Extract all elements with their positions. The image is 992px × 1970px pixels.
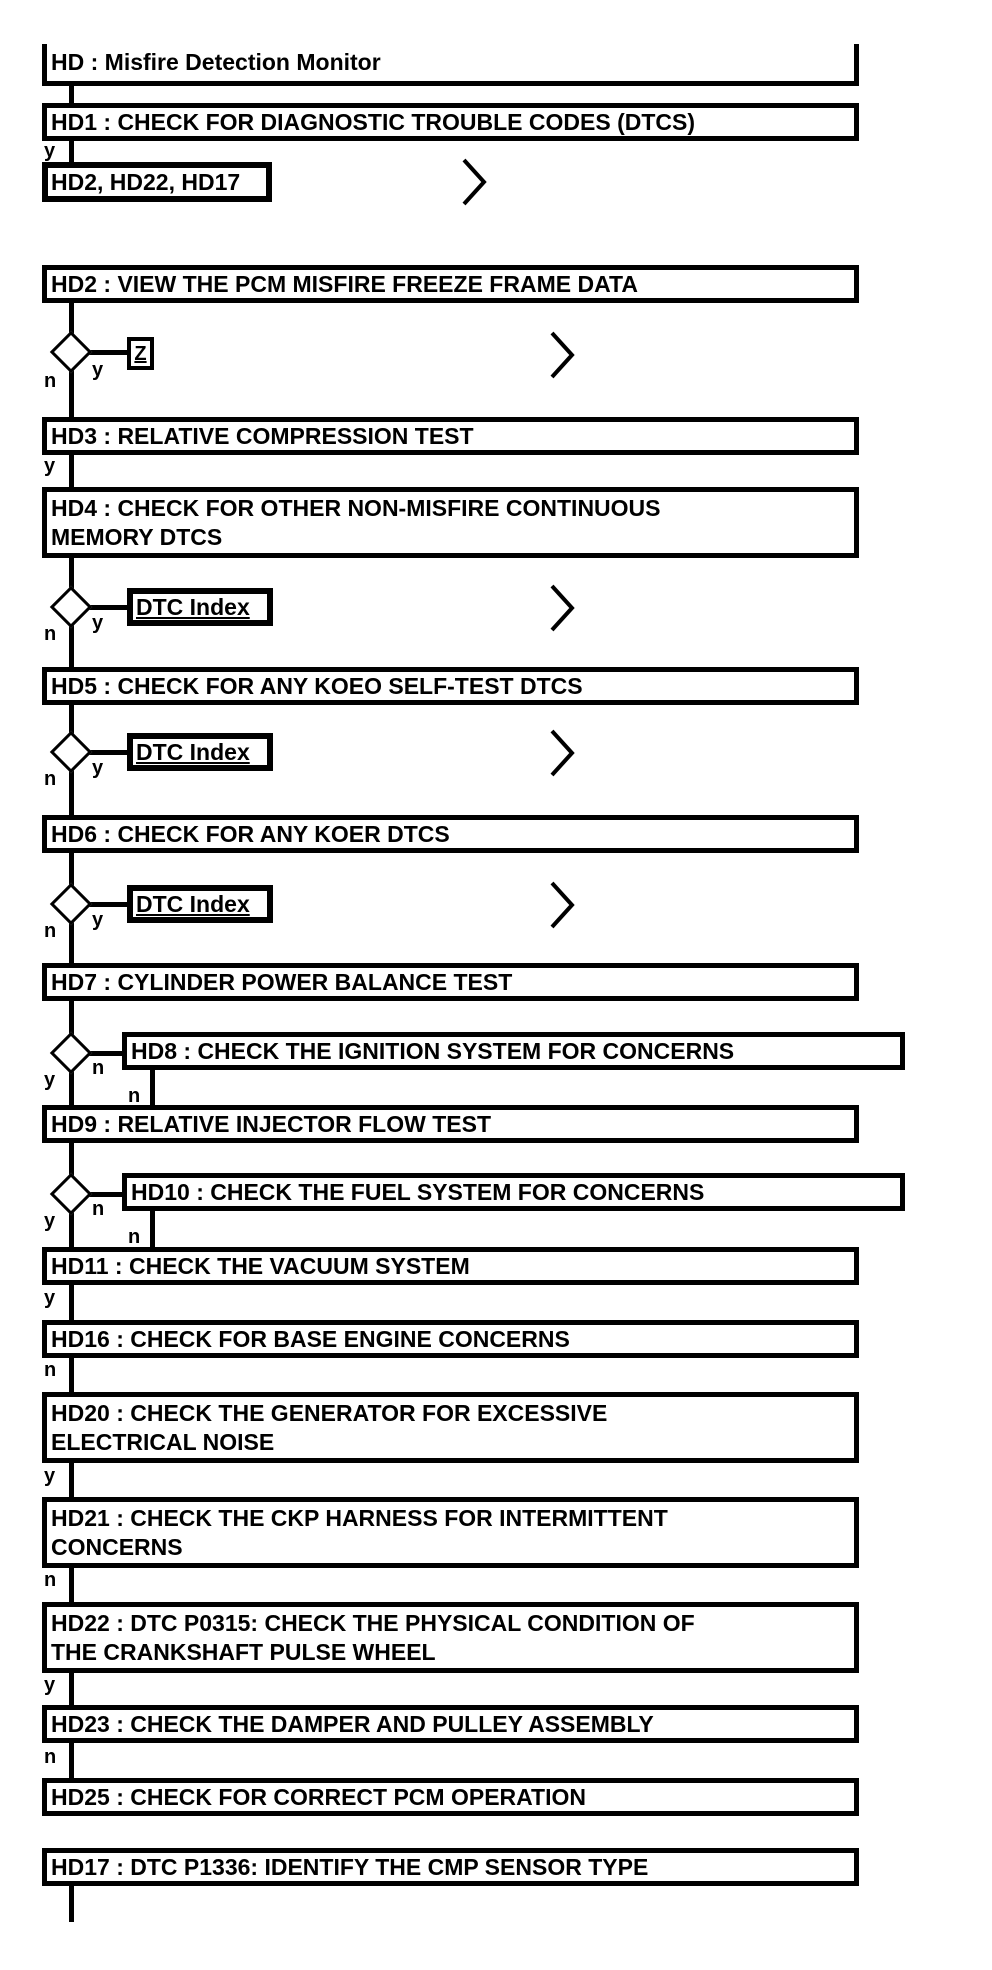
branch-label-y: y	[44, 1287, 56, 1309]
branch-label-n: n	[92, 1057, 105, 1079]
step-hd20: HD20 : CHECK THE GENERATOR FOR EXCESSIVE…	[42, 1392, 859, 1463]
chevron-right-icon	[548, 728, 576, 783]
branch-label-n: n	[92, 1198, 105, 1220]
link-dtc-index-2-label: DTC Index	[136, 738, 250, 765]
step-hd16-label: HD16 : CHECK FOR BASE ENGINE CONCERNS	[51, 1325, 570, 1352]
link-dtc-index-2[interactable]: DTC Index	[127, 733, 273, 771]
decision-diamond	[49, 730, 93, 774]
branch-label-y: y	[44, 1069, 56, 1091]
link-hd2-hd22-hd17-label: HD2, HD22, HD17	[51, 168, 241, 195]
connector-line	[69, 86, 74, 103]
link-pinpoint-z[interactable]: Z	[127, 337, 154, 370]
branch-label-y: y	[44, 1465, 56, 1487]
connector-line	[84, 1051, 122, 1056]
connector-line	[84, 605, 127, 610]
branch-label-n: n	[44, 623, 57, 645]
step-hd8-label: HD8 : CHECK THE IGNITION SYSTEM FOR CONC…	[131, 1037, 735, 1064]
step-hd3: HD3 : RELATIVE COMPRESSION TEST	[42, 417, 859, 455]
step-hd25: HD25 : CHECK FOR CORRECT PCM OPERATION	[42, 1778, 859, 1816]
step-hd10: HD10 : CHECK THE FUEL SYSTEM FOR CONCERN…	[122, 1173, 905, 1211]
step-hd9: HD9 : RELATIVE INJECTOR FLOW TEST	[42, 1105, 859, 1143]
step-hd11-label: HD11 : CHECK THE VACUUM SYSTEM	[51, 1252, 470, 1279]
branch-label-y: y	[92, 612, 104, 634]
decision-diamond	[49, 1031, 93, 1075]
step-hd23-label: HD23 : CHECK THE DAMPER AND PULLEY ASSEM…	[51, 1710, 654, 1737]
chevron-right-icon	[548, 583, 576, 638]
branch-label-y: y	[44, 1210, 56, 1232]
step-hd21-label: HD21 : CHECK THE CKP HARNESS FOR INTERMI…	[51, 1504, 668, 1560]
decision-diamond	[49, 1172, 93, 1216]
branch-label-n: n	[44, 1359, 57, 1381]
step-hd3-label: HD3 : RELATIVE COMPRESSION TEST	[51, 422, 474, 449]
branch-label-n: n	[44, 370, 57, 392]
flow-title-box: HD : Misfire Detection Monitor	[42, 44, 859, 86]
flow-title: HD : Misfire Detection Monitor	[51, 49, 381, 75]
step-hd17: HD17 : DTC P1336: IDENTIFY THE CMP SENSO…	[42, 1848, 859, 1886]
step-hd25-label: HD25 : CHECK FOR CORRECT PCM OPERATION	[51, 1783, 586, 1810]
link-dtc-index-1-label: DTC Index	[136, 593, 250, 620]
connector-line	[69, 141, 74, 162]
decision-diamond	[49, 882, 93, 926]
chevron-right-icon	[548, 330, 576, 385]
link-dtc-index-3[interactable]: DTC Index	[127, 885, 273, 923]
step-hd5-label: HD5 : CHECK FOR ANY KOEO SELF-TEST DTCS	[51, 672, 583, 699]
branch-label-n: n	[128, 1226, 141, 1248]
branch-label-n: n	[44, 920, 57, 942]
branch-label-n: n	[44, 1569, 57, 1591]
branch-label-y: y	[92, 909, 104, 931]
connector-line	[69, 1886, 74, 1922]
step-hd5: HD5 : CHECK FOR ANY KOEO SELF-TEST DTCS	[42, 667, 859, 705]
connector-line	[84, 750, 127, 755]
branch-label-y: y	[92, 359, 104, 381]
step-hd1-label: HD1 : CHECK FOR DIAGNOSTIC TROUBLE CODES…	[51, 108, 695, 135]
step-hd22-label: HD22 : DTC P0315: CHECK THE PHYSICAL CON…	[51, 1609, 695, 1665]
branch-label-y: y	[92, 757, 104, 779]
connector-line	[84, 350, 127, 355]
step-hd6: HD6 : CHECK FOR ANY KOER DTCS	[42, 815, 859, 853]
step-hd9-label: HD9 : RELATIVE INJECTOR FLOW TEST	[51, 1110, 491, 1137]
connector-line	[69, 1285, 74, 1321]
decision-diamond	[49, 330, 93, 374]
step-hd1: HD1 : CHECK FOR DIAGNOSTIC TROUBLE CODES…	[42, 103, 859, 141]
step-hd2-label: HD2 : VIEW THE PCM MISFIRE FREEZE FRAME …	[51, 270, 638, 297]
connector-line	[69, 1743, 74, 1779]
step-hd20-label: HD20 : CHECK THE GENERATOR FOR EXCESSIVE…	[51, 1399, 608, 1455]
step-hd6-label: HD6 : CHECK FOR ANY KOER DTCS	[51, 820, 450, 847]
connector-line	[84, 902, 127, 907]
branch-label-n: n	[44, 768, 57, 790]
step-hd7: HD7 : CYLINDER POWER BALANCE TEST	[42, 963, 859, 1001]
branch-label-n: n	[128, 1085, 141, 1107]
step-hd4: HD4 : CHECK FOR OTHER NON-MISFIRE CONTIN…	[42, 487, 859, 558]
connector-line	[69, 1358, 74, 1393]
chevron-right-icon	[460, 157, 488, 212]
step-hd8: HD8 : CHECK THE IGNITION SYSTEM FOR CONC…	[122, 1032, 905, 1070]
connector-line	[69, 455, 74, 487]
step-hd11: HD11 : CHECK THE VACUUM SYSTEM	[42, 1247, 859, 1285]
step-hd17-label: HD17 : DTC P1336: IDENTIFY THE CMP SENSO…	[51, 1853, 649, 1880]
branch-label-y: y	[44, 455, 56, 477]
step-hd23: HD23 : CHECK THE DAMPER AND PULLEY ASSEM…	[42, 1705, 859, 1743]
step-hd22: HD22 : DTC P0315: CHECK THE PHYSICAL CON…	[42, 1602, 859, 1673]
connector-line	[69, 1673, 74, 1706]
decision-diamond	[49, 585, 93, 629]
step-hd16: HD16 : CHECK FOR BASE ENGINE CONCERNS	[42, 1320, 859, 1358]
step-hd10-label: HD10 : CHECK THE FUEL SYSTEM FOR CONCERN…	[131, 1178, 705, 1205]
connector-line	[150, 1211, 155, 1248]
step-hd4-label: HD4 : CHECK FOR OTHER NON-MISFIRE CONTIN…	[51, 494, 661, 550]
connector-line	[69, 1568, 74, 1603]
link-pinpoint-z-label: Z	[134, 342, 147, 365]
step-hd21: HD21 : CHECK THE CKP HARNESS FOR INTERMI…	[42, 1497, 859, 1568]
branch-label-n: n	[44, 1746, 57, 1768]
step-hd2: HD2 : VIEW THE PCM MISFIRE FREEZE FRAME …	[42, 265, 859, 303]
step-hd7-label: HD7 : CYLINDER POWER BALANCE TEST	[51, 968, 513, 995]
connector-line	[69, 1463, 74, 1498]
link-dtc-index-1[interactable]: DTC Index	[127, 588, 273, 626]
connector-line	[84, 1192, 122, 1197]
link-dtc-index-3-label: DTC Index	[136, 890, 250, 917]
link-hd2-hd22-hd17[interactable]: HD2, HD22, HD17	[42, 162, 272, 202]
chevron-right-icon	[548, 880, 576, 935]
branch-label-y: y	[44, 1674, 56, 1696]
connector-line	[150, 1070, 155, 1106]
branch-label-y: y	[44, 140, 56, 162]
